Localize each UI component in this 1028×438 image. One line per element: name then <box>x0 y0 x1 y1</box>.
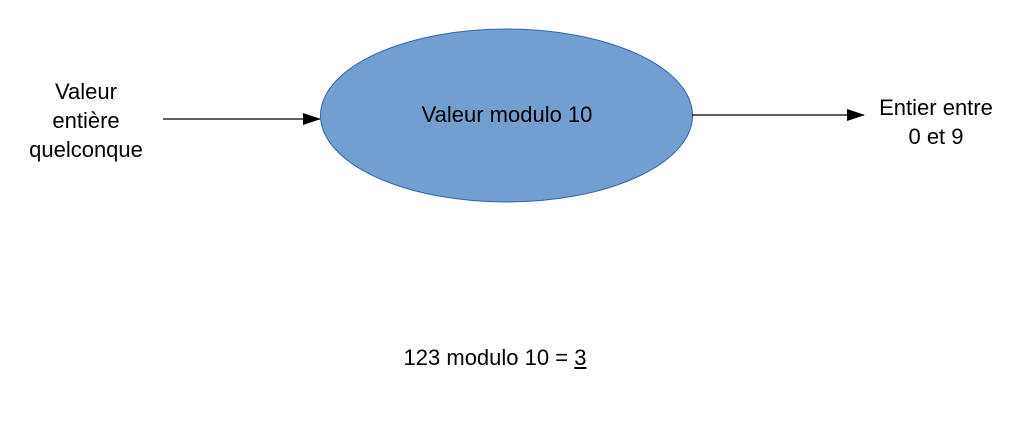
output-label-line: 0 et 9 <box>908 124 964 149</box>
input-label-line: entière <box>52 108 120 133</box>
output-label-line: Entier entre <box>879 95 993 120</box>
modulo-example: 123 modulo 10 = 3 <box>300 343 690 372</box>
output-label: Entier entre 0 et 9 <box>858 93 1014 151</box>
input-label-line: Valeur <box>55 79 117 104</box>
example-expression: 123 modulo 10 = <box>403 345 575 370</box>
input-label: Valeur entière quelconque <box>6 77 166 164</box>
process-label: Valeur modulo 10 <box>421 102 593 127</box>
input-label-line: quelconque <box>29 137 143 162</box>
example-result: 3 <box>574 345 587 370</box>
